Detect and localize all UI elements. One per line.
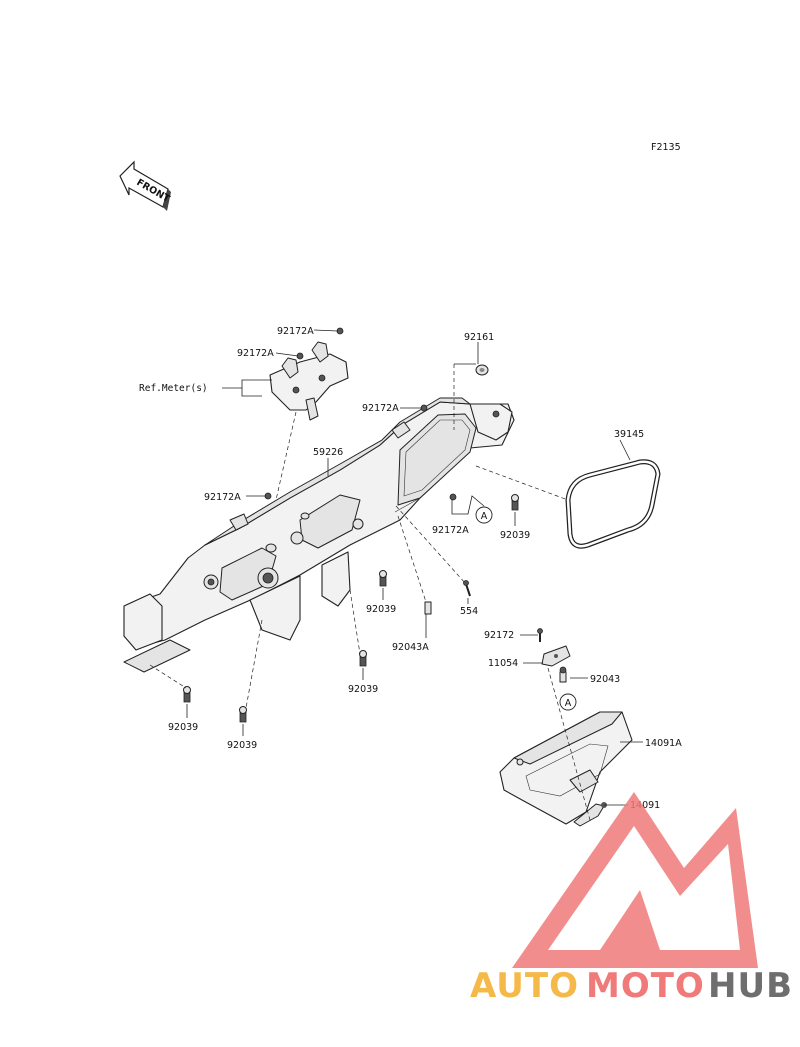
label-92172a-4: 92172A [204,492,241,503]
label-92039-5: 92039 [227,740,257,751]
lid-14091a [499,711,633,825]
label-92043a: 92043A [392,642,429,653]
label-92172: 92172 [484,630,514,641]
label-92039-1: 92039 [500,530,530,541]
clip-92039-1 [511,494,519,511]
meter-bracket [269,341,349,421]
nut-92172a-5 [449,493,457,501]
clip-92039-2 [379,570,387,587]
watermark-hub: HUB [708,966,793,1006]
label-92039-4: 92039 [168,722,198,733]
label-59226: 59226 [313,447,343,458]
label-92039-2: 92039 [366,604,396,615]
dash-panel-59226 [123,397,515,673]
label-92161: 92161 [464,332,494,343]
watermark-moto: MOTO [586,966,705,1006]
seal-39145 [565,459,661,549]
screw-92043 [559,666,567,683]
label-14091a: 14091A [645,738,682,749]
leader-lines [149,329,643,821]
label-92043: 92043 [590,674,620,685]
label-92172a-3: 92172A [362,403,399,414]
clip-92039-3 [359,650,367,667]
label-14091: 14091 [630,800,660,811]
label-39145: 39145 [614,429,644,440]
callout-a-1-letter: A [481,511,488,522]
clip-92039-5 [239,706,247,723]
knob-14091 [573,802,607,827]
front-arrow-icon: FRONT [119,160,172,211]
callout-a-2: A [559,693,577,711]
screw-92043a [424,601,432,615]
clip-92039-4 [183,686,191,703]
label-92172a-2: 92172A [237,348,274,359]
label-11054: 11054 [488,658,518,669]
watermark-logo-icon [512,792,758,968]
label-ref-meters: Ref.Meter(s) [139,383,208,394]
bracket-11054 [541,645,571,667]
label-92172a-1: 92172A [277,326,314,337]
watermark-text: AUTO MOTO HUB [470,966,793,1006]
screw-92172 [537,628,543,642]
label-554: 554 [460,606,478,617]
grommet-92161 [475,364,489,376]
callout-a-2-letter: A [565,698,572,709]
label-92172a-5: 92172A [432,525,469,536]
diagram-code: F2135 [651,142,681,153]
label-92039-3: 92039 [348,684,378,695]
callout-a-1: A [475,506,493,524]
screw-554 [463,580,471,597]
watermark-auto: AUTO [470,966,579,1006]
